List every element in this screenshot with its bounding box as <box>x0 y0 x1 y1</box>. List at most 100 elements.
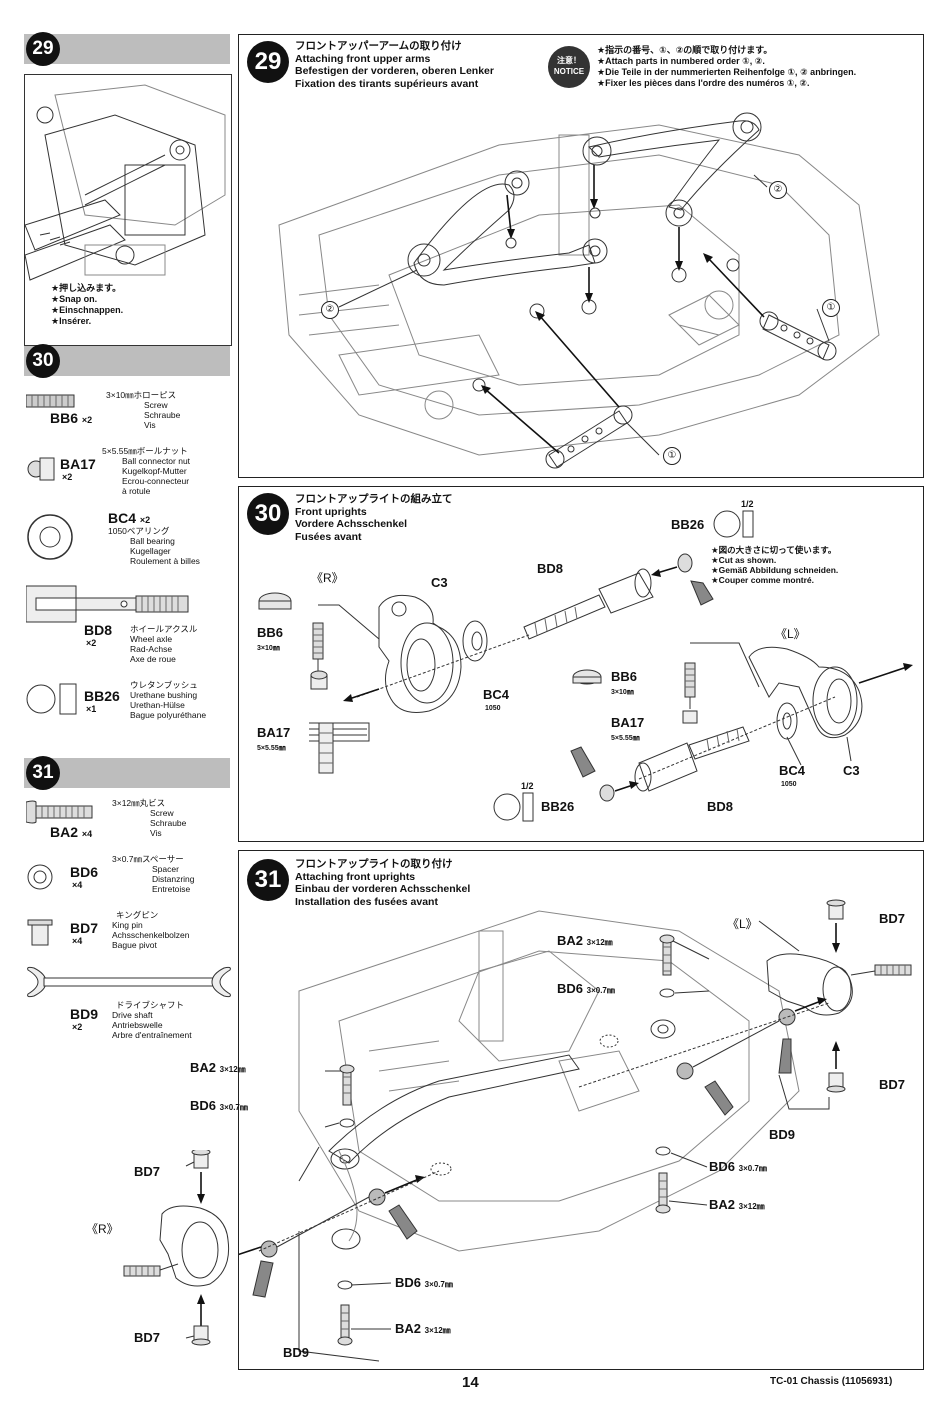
spacer-icon <box>27 864 53 890</box>
ball-nut-icon <box>27 457 55 481</box>
label-bd9-left: BD9 <box>283 1345 310 1360</box>
half-label-bottom: 1/2 <box>521 781 534 791</box>
part-bd7-qty: ×4 <box>72 936 83 946</box>
size-bc4-r: 1050 <box>485 705 501 712</box>
half-label-top: 1/2 <box>741 499 754 509</box>
step-30-upright-illustration <box>258 510 913 822</box>
label-bd7-left-top: BD7 <box>134 1164 161 1179</box>
label-c3-l: C3 <box>843 763 860 778</box>
drive-shaft-icon <box>27 966 231 998</box>
part-bd8-qty: ×2 <box>86 638 97 648</box>
part-bc4-code: BC4 ×2 <box>108 510 151 526</box>
part-bd9-qty: ×2 <box>72 1022 83 1032</box>
size-bb6-l: 3×10㎜ <box>611 689 634 696</box>
step-31-side-r: 《R》 <box>86 1222 119 1236</box>
wheel-axle-icon <box>26 585 189 623</box>
notice-badge <box>548 46 590 88</box>
callout-2-right: ② <box>769 181 787 199</box>
step-31-number: 31 <box>247 859 289 901</box>
label-ba17-r: BA17 <box>257 725 291 740</box>
round-screw-icon <box>26 800 93 824</box>
cut-note: ★図の大きさに切って使います。★Cut as shown. ★Gemäß Abb… <box>711 545 839 585</box>
part-bb26-code: BB26 <box>84 688 120 704</box>
label-bd6-right-lower: BD6 3×0.7㎜ <box>709 1159 767 1174</box>
label-bb26-bottom: BB26 <box>541 799 575 814</box>
part-bb6-code: BB6 ×2 <box>50 410 93 426</box>
bearing-icon <box>27 514 73 560</box>
label-bd8-top: BD8 <box>537 561 564 576</box>
callout-1-right: ① <box>822 299 840 317</box>
step-29-number: 29 <box>247 41 289 83</box>
step-29-chassis-illustration <box>278 112 880 469</box>
label-ba2-left-lower: BA2 3×12㎜ <box>395 1321 451 1336</box>
step-31-chassis-illustration <box>239 899 912 1362</box>
part-bd9-code: BD9 <box>70 1006 99 1022</box>
part-bd8-code: BD8 <box>84 622 113 638</box>
label-bd9-right: BD9 <box>769 1127 796 1142</box>
r-upright-illustration <box>123 1150 230 1346</box>
label-bd7-bottom-right: BD7 <box>879 1077 906 1092</box>
step-31-side-l: 《L》 <box>727 917 758 931</box>
part-ba17-qty: ×2 <box>62 472 73 482</box>
step-30-number: 30 <box>247 493 289 535</box>
screw-icon <box>26 394 75 408</box>
label-bb6-r: BB6 <box>257 625 284 640</box>
label-bc4-l: BC4 <box>779 763 806 778</box>
callout-2-left: ② <box>321 301 339 319</box>
urethane-bushing-icon <box>26 683 77 715</box>
part-bd7-code: BD7 <box>70 920 99 936</box>
part-ba2-code: BA2 ×4 <box>50 824 93 840</box>
step-29-snap-note: ★押し込みます。★Snap on. ★Einschnappen.★Insérer… <box>51 283 124 326</box>
step-29-badge: 29 <box>26 32 60 66</box>
step-31-badge: 31 <box>26 756 60 790</box>
label-ba17-l: BA17 <box>611 715 645 730</box>
label-bb6-l: BB6 <box>611 669 638 684</box>
size-bc4-l: 1050 <box>781 781 797 788</box>
label-bd6-top: BD6 3×0.7㎜ <box>557 981 615 996</box>
part-bb26-qty: ×1 <box>86 704 97 714</box>
label-bd6-left-lower: BD6 3×0.7㎜ <box>395 1275 453 1290</box>
step-30-side-r: 《R》 <box>311 571 344 585</box>
step-29-thumbnail: ★押し込みます。★Snap on. ★Einschnappen.★Insérer… <box>24 74 232 346</box>
step-29-notice-text: ★指示の番号、①、②の順で取り付けます。★Attach parts in num… <box>597 45 857 88</box>
king-pin-icon <box>27 919 53 946</box>
part-bd6-qty: ×4 <box>72 880 83 890</box>
snap-on-illustration <box>25 84 226 281</box>
size-ba17-l: 5×5.55㎜ <box>611 735 640 742</box>
label-c3-r: C3 <box>431 575 448 590</box>
label-bc4-r: BC4 <box>483 687 510 702</box>
part-bd6-code: BD6 <box>70 864 99 880</box>
label-bd8-bottom: BD8 <box>707 799 734 814</box>
label-ba2-top: BA2 3×12㎜ <box>557 933 613 948</box>
part-ba17-code: BA17 <box>60 456 96 472</box>
size-ba17-r: 5×5.55㎜ <box>257 745 286 752</box>
label-bd7-left-bottom: BD7 <box>134 1330 161 1345</box>
notice-badge-text: 注意！NOTICE <box>553 56 585 76</box>
size-bb6-r: 3×10㎜ <box>257 645 280 652</box>
label-bd6-left: BD6 3×0.7㎜ <box>190 1098 248 1113</box>
step-30-side-l: 《L》 <box>775 627 806 641</box>
page-number: 14 <box>462 1374 479 1391</box>
label-ba2-right-lower: BA2 3×12㎜ <box>709 1197 765 1212</box>
callout-1-lower: ① <box>663 447 681 465</box>
label-ba2-left: BA2 3×12㎜ <box>190 1060 246 1075</box>
model-name: TC-01 Chassis (11056931) <box>770 1376 893 1387</box>
label-bd7-top-right: BD7 <box>879 911 906 926</box>
step-30-badge: 30 <box>26 344 60 378</box>
label-bb26-top: BB26 <box>671 517 705 532</box>
